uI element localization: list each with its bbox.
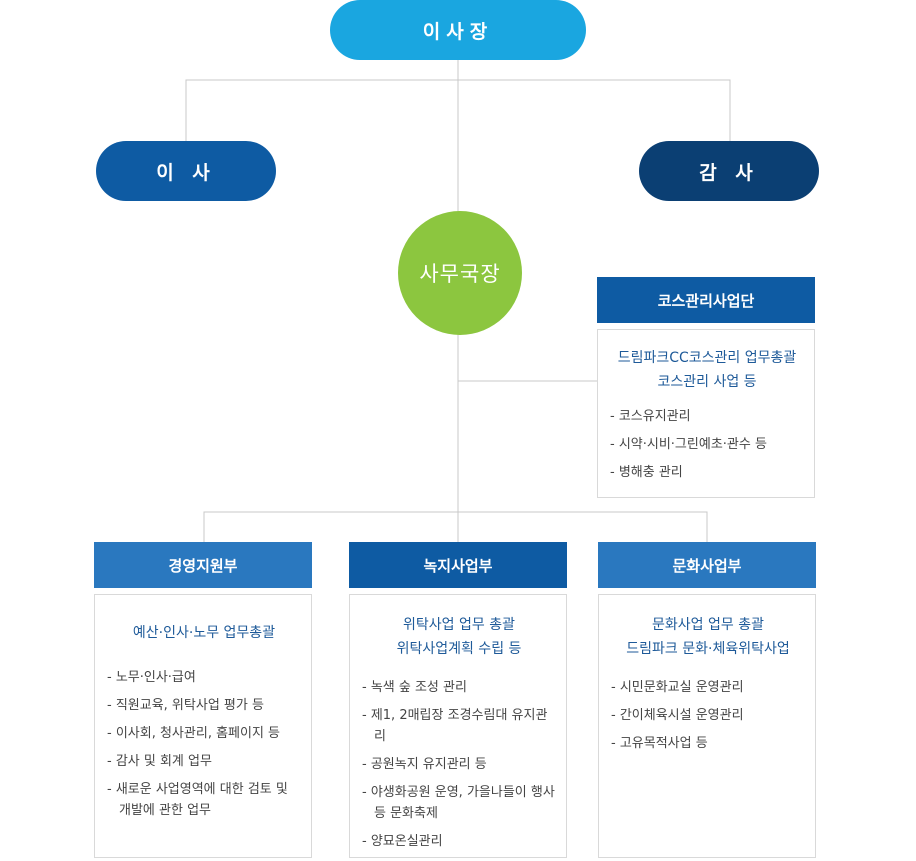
dept-management-title: 경영지원부: [168, 556, 238, 575]
task-item: 야생화공원 운영, 가을나들이 행사 등 문화축제: [362, 782, 556, 824]
course-division-tasks: 코스유지관리 시약·시비·그린예초·관수 등 병해충 관리: [610, 406, 804, 483]
auditor-node: 감 사: [639, 141, 819, 201]
task-item: 병해충 관리: [610, 462, 804, 483]
task-item: 고유목적사업 등: [611, 733, 805, 754]
dept-green-tasks: 녹색 숲 조성 관리 제1, 2매립장 조경수림대 유지관리 공원녹지 유지관리…: [362, 677, 556, 852]
course-division-title: 코스관리사업단: [657, 291, 755, 310]
dept-green-title: 녹지사업부: [423, 556, 493, 575]
dept-management-header: 경영지원부: [94, 542, 312, 588]
task-item: 제1, 2매립장 조경수림대 유지관리: [362, 705, 556, 747]
task-item: 노무·인사·급여: [107, 667, 301, 688]
course-division-header: 코스관리사업단: [597, 277, 815, 323]
dept-green-body: 위탁사업 업무 총괄 위탁사업계획 수립 등 녹색 숲 조성 관리 제1, 2매…: [349, 594, 567, 858]
dept-green-header: 녹지사업부: [349, 542, 567, 588]
task-item: 녹색 숲 조성 관리: [362, 677, 556, 698]
task-item: 직원교육, 위탁사업 평가 등: [107, 695, 301, 716]
task-item: 양묘온실관리: [362, 831, 556, 852]
secretary-general-node: 사무국장: [398, 211, 522, 335]
dept-culture-tasks: 시민문화교실 운영관리 간이체육시설 운영관리 고유목적사업 등: [611, 677, 805, 754]
chairman-node: 이사장: [330, 0, 586, 60]
dept-management-tasks: 노무·인사·급여 직원교육, 위탁사업 평가 등 이사회, 청사관리, 홈페이지…: [107, 667, 301, 821]
board-branch-line: [185, 79, 731, 141]
course-division-summary: 드림파크CC코스관리 업무총괄 코스관리 사업 등: [617, 350, 797, 390]
director-node: 이 사: [96, 141, 276, 201]
task-item: 간이체육시설 운영관리: [611, 705, 805, 726]
dept-culture-header: 문화사업부: [598, 542, 816, 588]
task-item: 이사회, 청사관리, 홈페이지 등: [107, 723, 301, 744]
dept-management-body: 예산·인사·노무 업무총괄 노무·인사·급여 직원교육, 위탁사업 평가 등 이…: [94, 594, 312, 858]
task-item: 시약·시비·그린예초·관수 등: [610, 434, 804, 455]
task-item: 코스유지관리: [610, 406, 804, 427]
course-division-body: 드림파크CC코스관리 업무총괄 코스관리 사업 등 코스유지관리 시약·시비·그…: [597, 329, 815, 498]
dept-culture-title: 문화사업부: [672, 556, 742, 575]
dept-culture-summary: 문화사업 업무 총괄 드림파크 문화·체육위탁사업: [626, 617, 790, 657]
dept-culture-body: 문화사업 업무 총괄 드림파크 문화·체육위탁사업 시민문화교실 운영관리 간이…: [598, 594, 816, 858]
dept-management-summary: 예산·인사·노무 업무총괄: [132, 625, 276, 641]
task-item: 공원녹지 유지관리 등: [362, 754, 556, 775]
task-item: 감사 및 회계 업무: [107, 751, 301, 772]
dept-green-summary: 위탁사업 업무 총괄 위탁사업계획 수립 등: [396, 617, 522, 657]
dept-branch-line: [203, 511, 708, 542]
task-item: 새로운 사업영역에 대한 검토 및 개발에 관한 업무: [107, 779, 301, 821]
task-item: 시민문화교실 운영관리: [611, 677, 805, 698]
